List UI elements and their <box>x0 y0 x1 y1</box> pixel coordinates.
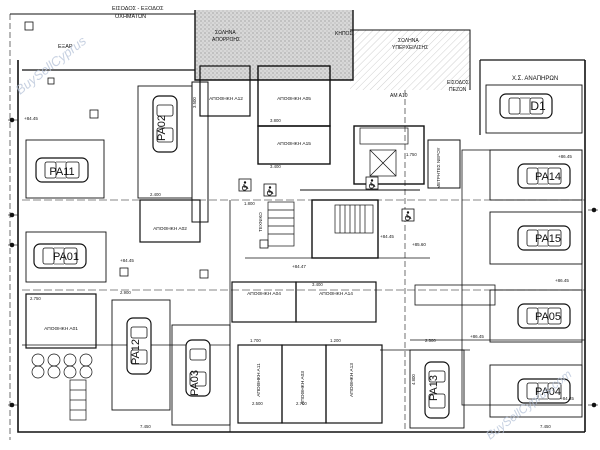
parking-label: PA13 <box>428 375 440 401</box>
technical-label: ΤΕΧΝΙΚΟ <box>258 212 263 232</box>
side-label-line2: ΥΠΕΡΧΕΙΛΙΣΗΣ <box>392 45 428 51</box>
dimension: 3.800 <box>270 118 281 123</box>
top-label-line1: ΕΙΣΟΔΟΣ - ΕΞΟΔΟΣ <box>112 6 164 12</box>
parking-label: PA05 <box>535 311 561 323</box>
dimension: 2.500 <box>425 338 436 343</box>
wheelchair-icon <box>401 208 415 222</box>
garden-area <box>195 10 353 80</box>
parking-label: PA01 <box>53 251 79 263</box>
parking-label: PA15 <box>535 233 561 245</box>
parking-bays <box>25 84 583 429</box>
storage-label: ΑΠΟΘΗΚΗ Α14 <box>319 291 353 297</box>
dimension: 3.400 <box>312 282 323 287</box>
parking-label: PA11 <box>49 166 74 178</box>
entrance-line2: ΠΕΖΩΝ <box>449 87 467 93</box>
dimension: 1.200 <box>330 338 341 343</box>
dimension: 1.700 <box>250 338 261 343</box>
parking-label: PA03 <box>189 370 201 396</box>
kipos-label: ΚΗΠΟΣ <box>335 31 353 37</box>
storage-label: ΑΠΟΘΗΚΗ Α12 <box>209 96 243 102</box>
dimension: 2.500 <box>252 401 263 406</box>
water-meters-label: ΜΕΤΡΗΤΕΣ ΝΕΡΟΥ <box>436 147 441 188</box>
xs-anapiron-label: Χ.Σ. ΑΝΑΠΗΡΩΝ <box>512 76 558 82</box>
parking-label: PA04 <box>535 386 561 398</box>
parking-label: PA14 <box>535 171 561 183</box>
dimension: 2.400 <box>150 192 161 197</box>
storage-label: ΑΠΟΘΗΚΗ Α11 <box>256 363 262 397</box>
level-mark: +86.45 <box>558 154 572 159</box>
dimension: 2.900 <box>120 290 131 295</box>
parking-label: PA12 <box>130 339 142 365</box>
section-markers <box>8 117 598 408</box>
storage-label: ΑΠΟΘΗΚΗ Α05 <box>277 96 311 102</box>
dimension: 4.800 <box>411 374 416 385</box>
dimension: 2.750 <box>30 296 41 301</box>
ramp-label-line1: ΣΩΛΗΝΑ <box>215 30 236 36</box>
ramp-label-line2: ΑΠΟΡΡΟΗΣ <box>212 37 240 43</box>
dimension: 1.800 <box>244 201 255 206</box>
dimension: 3.500 <box>192 97 197 108</box>
motorbike-bays <box>31 353 93 421</box>
wheelchair-icon <box>365 176 379 190</box>
level-mark: +84.47 <box>292 264 306 269</box>
storage-label: ΑΠΟΘΗΚΗ Α04 <box>247 291 281 297</box>
parking-label: PA02 <box>156 115 168 141</box>
level-mark: +85.60 <box>412 242 426 247</box>
am-label: ΑΜ Α10 <box>390 93 408 99</box>
entrance-line1: ΕΙΣΟΔΟΣ <box>447 80 469 86</box>
dimension: 7.450 <box>140 424 151 429</box>
storage-label: ΑΠΟΘΗΚΗ Α01 <box>44 326 78 332</box>
side-label-line1: ΣΩΛΗΝΑ <box>398 38 419 44</box>
dimension: 1.750 <box>406 152 417 157</box>
dimension: 7.450 <box>540 424 551 429</box>
watermark: BuySellCyprus <box>13 33 90 98</box>
top-label-line2: ΟΧΗΜΑΤΩΝ <box>115 14 146 20</box>
stairwell <box>267 127 409 247</box>
small-boxes <box>24 21 269 279</box>
storage-label: ΑΠΟΘΗΚΗ Α02 <box>153 226 187 232</box>
storage-label: ΑΠΟΘΗΚΗ Α03 <box>300 371 306 405</box>
dimension: 2.700 <box>296 401 307 406</box>
wheelchair-icon <box>238 178 252 192</box>
side-garden <box>350 30 470 90</box>
storage-label: ΑΠΟΘΗΚΗ Α13 <box>349 363 355 397</box>
dimension: 3.400 <box>270 164 281 169</box>
level-mark: +84.45 <box>24 116 38 121</box>
level-mark: +84.45 <box>560 396 574 401</box>
storage-label: ΑΠΟΘΗΚΗ Α15 <box>277 141 311 147</box>
level-mark: +84.45 <box>120 258 134 263</box>
level-mark: +86.45 <box>470 334 484 339</box>
parking-label: D1 <box>530 99 546 113</box>
ramp-top-left: ΕΞΑΡ <box>58 44 73 50</box>
level-mark: +86.45 <box>555 278 569 283</box>
wheelchair-icon <box>263 183 277 197</box>
level-mark: +84.45 <box>380 234 394 239</box>
